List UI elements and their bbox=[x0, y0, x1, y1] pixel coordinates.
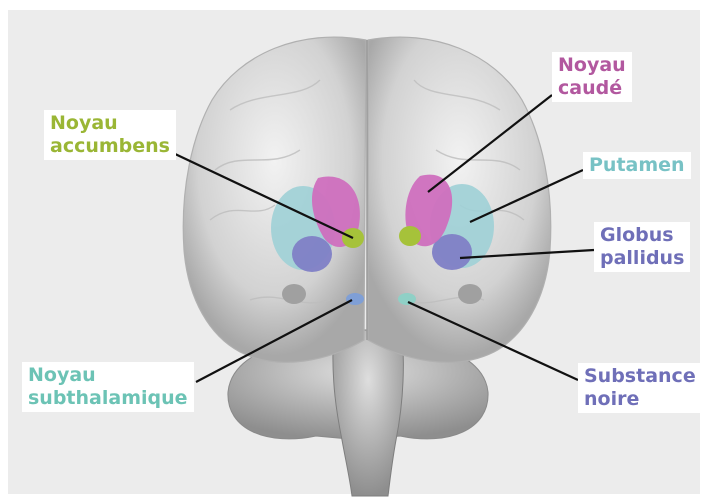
label-noyau-subthalamique-line2: subthalamique bbox=[28, 387, 188, 410]
label-noyau-subthalamique-line1: Noyau bbox=[28, 364, 188, 387]
label-noyau-accumbens: Noyau accumbens bbox=[44, 110, 176, 160]
label-globus-pallidus: Globus pallidus bbox=[594, 222, 690, 272]
label-substance-noire: Substance noire bbox=[578, 363, 702, 413]
label-substance-noire-line1: Substance bbox=[584, 365, 696, 388]
globus-pallidus-left bbox=[292, 236, 332, 272]
noyau-subthalamique-right bbox=[398, 293, 416, 305]
substance-noire-left bbox=[346, 293, 364, 305]
label-noyau-caude-line1: Noyau bbox=[558, 54, 626, 77]
label-noyau-accumbens-line2: accumbens bbox=[50, 135, 170, 158]
label-substance-noire-line2: noire bbox=[584, 388, 696, 411]
label-noyau-accumbens-line1: Noyau bbox=[50, 112, 170, 135]
label-putamen-line1: Putamen bbox=[589, 154, 685, 177]
label-putamen: Putamen bbox=[583, 152, 691, 179]
label-globus-pallidus-line1: Globus bbox=[600, 224, 684, 247]
brainstem bbox=[333, 330, 403, 496]
label-noyau-caude: Noyau caudé bbox=[552, 52, 632, 102]
amygdala-right bbox=[458, 284, 482, 304]
label-noyau-caude-line2: caudé bbox=[558, 77, 626, 100]
label-globus-pallidus-line2: pallidus bbox=[600, 247, 684, 270]
label-noyau-subthalamique: Noyau subthalamique bbox=[22, 362, 194, 412]
accumbens-right bbox=[399, 226, 421, 246]
amygdala-left bbox=[282, 284, 306, 304]
